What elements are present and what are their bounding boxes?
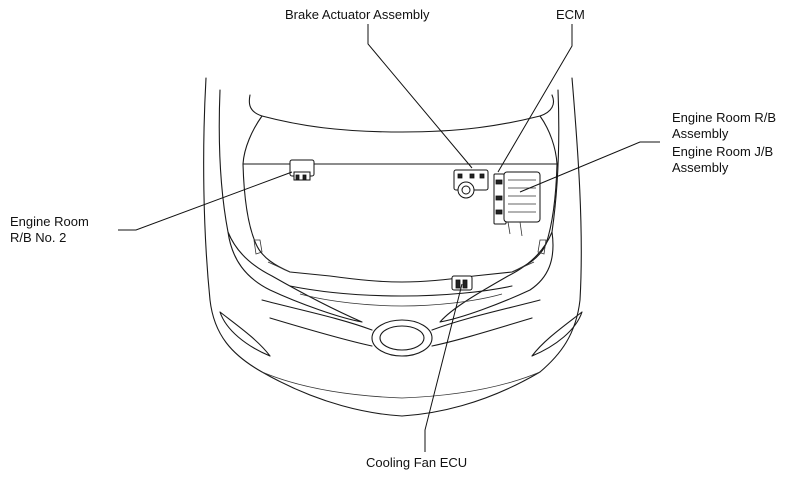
engine-bay-right-wall	[545, 163, 558, 245]
hood-outline	[248, 94, 555, 133]
hood-edge-left	[242, 115, 263, 165]
grille-chevron-lower-right	[431, 317, 533, 347]
grille-chevron-right	[431, 299, 541, 331]
engine-bay-left-wall	[242, 163, 257, 245]
right-bay-bracket	[537, 239, 547, 255]
cooling-fan-ecu-part	[451, 275, 473, 291]
front-emblem-outer	[371, 319, 433, 357]
engine-room-rb-no2-part	[289, 159, 315, 181]
label-engine-room-rb-assembly-line2: Assembly	[672, 126, 729, 141]
left-bay-bracket	[253, 239, 263, 255]
grille-bar-inner	[267, 261, 535, 273]
grille-chevron-left	[261, 299, 373, 331]
left-fender-line	[218, 89, 229, 233]
leader-brake-actuator	[367, 24, 473, 169]
body-outline-right	[401, 77, 582, 417]
label-engine-room-rb-assembly-line1: Engine Room R/B	[672, 110, 777, 125]
brake-actuator-part	[453, 169, 489, 199]
label-cooling-fan-ecu: Cooling Fan ECU	[366, 455, 468, 470]
label-engine-room-rb-no2-line1: Engine Room	[10, 214, 89, 229]
radiator-support-inner	[299, 293, 503, 307]
body-outline-left	[203, 77, 403, 417]
upper-grille-bar	[255, 243, 547, 283]
label-engine-room-jb-assembly-line1: Engine Room J/B	[672, 144, 774, 159]
right-lower-intake	[531, 311, 583, 357]
bumper-lower-line	[261, 371, 541, 399]
label-brake-actuator-assembly: Brake Actuator Assembly	[285, 7, 430, 22]
right-fender-line	[551, 89, 560, 233]
left-lower-intake	[219, 311, 271, 357]
leader-engine-room-rb-jb	[519, 141, 660, 193]
leader-cooling-fan-ecu	[424, 283, 463, 452]
label-engine-room-jb-assembly-line2: Assembly	[672, 160, 729, 175]
label-ecm: ECM	[556, 7, 585, 22]
leader-engine-room-rb-no2	[118, 171, 293, 231]
label-engine-room-rb-no2-line2: R/B No. 2	[10, 230, 67, 245]
ecm-rb-jb-part	[493, 171, 541, 237]
leader-ecm	[497, 24, 573, 173]
grille-chevron-lower-left	[269, 317, 373, 347]
hood-edge-right	[539, 115, 558, 165]
left-headlight	[227, 231, 363, 323]
radiator-support	[289, 285, 513, 297]
front-emblem-inner	[379, 325, 425, 351]
